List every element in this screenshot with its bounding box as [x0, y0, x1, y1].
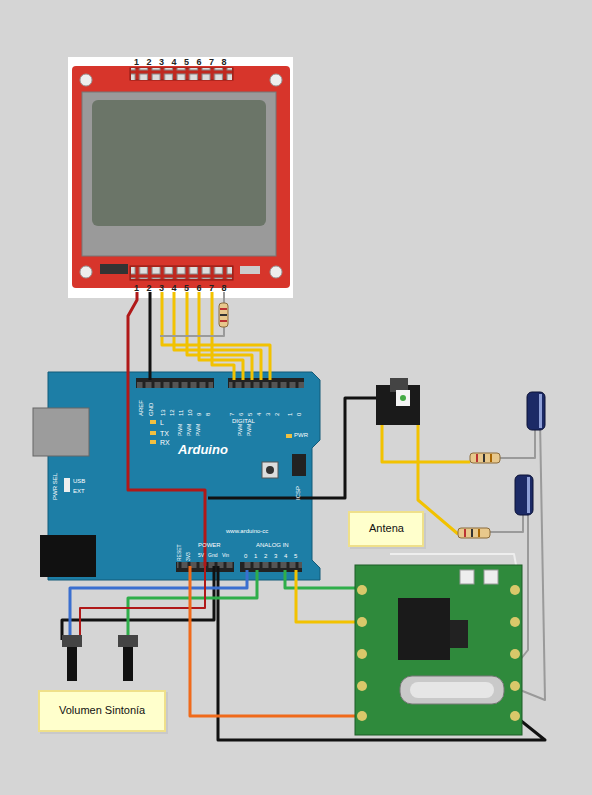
- potentiometer: [62, 635, 138, 681]
- pin-label: 7: [229, 413, 235, 416]
- pin-label: 10: [187, 409, 193, 416]
- pin-label: 2: [274, 413, 280, 416]
- pwm-label: PWM: [238, 424, 243, 436]
- pin-label: AREF: [138, 400, 144, 416]
- pwm-label: PWM: [187, 424, 192, 436]
- callout-text: Antena: [369, 522, 422, 535]
- pin-label: 4: [256, 413, 262, 416]
- pin-label: 3: [274, 553, 277, 559]
- pin-label: 4: [284, 553, 287, 559]
- header-label: ANALOG IN: [256, 542, 289, 548]
- pin-label: Vin: [222, 553, 229, 558]
- led-label: TX: [160, 430, 169, 437]
- switch-label: EXT: [73, 488, 85, 494]
- pin-label: Gnd: [208, 553, 217, 558]
- led-label: RX: [160, 439, 170, 446]
- pin-label: 3V3: [186, 552, 191, 561]
- lcd-pin-number: 5: [184, 284, 189, 293]
- pin-label: 6: [238, 413, 244, 416]
- lcd-pin-number: 3: [159, 58, 164, 67]
- lcd-pin-number: 2: [147, 284, 152, 293]
- lcd-pin-number: 1: [134, 58, 139, 67]
- pin-label: 5: [247, 413, 253, 416]
- lcd-pin-number: 4: [172, 284, 177, 293]
- lcd-pin-number: 8: [222, 58, 227, 67]
- switch-label: PWR SEL: [52, 473, 58, 500]
- header-label: POWER: [198, 542, 221, 548]
- lcd-pin-number: 7: [209, 284, 214, 293]
- lcd-pin-number: 4: [172, 58, 177, 67]
- lcd-pin-number: 6: [197, 58, 202, 67]
- pwm-label: PWM: [196, 424, 201, 436]
- arduino-board: [33, 372, 320, 580]
- pin-label: GND: [148, 403, 154, 416]
- callout-text: Volumen Sintonía: [59, 704, 164, 717]
- pin-label: 9: [196, 413, 202, 416]
- lcd-pin-number: 3: [159, 284, 164, 293]
- lcd-pin-number: 6: [197, 284, 202, 293]
- pin-label: 12: [169, 409, 175, 416]
- header-label: ICSP: [295, 486, 301, 500]
- board-url: www.arduino-cc: [226, 528, 268, 534]
- pin-label: 5: [294, 553, 297, 559]
- lcd-pin-number: 2: [147, 58, 152, 67]
- lcd-pin-number: 8: [222, 284, 227, 293]
- callout-box: Antena: [348, 511, 424, 547]
- lcd-module: [68, 57, 293, 298]
- pin-label: 11: [178, 410, 184, 416]
- board-name: Arduino: [178, 443, 228, 456]
- wires: [62, 292, 545, 740]
- pin-label: 8: [205, 413, 211, 416]
- lcd-pin-number: 5: [184, 58, 189, 67]
- pin-label: 0: [296, 413, 302, 416]
- pwm-label: PWM: [247, 424, 252, 436]
- switch-label: USB: [73, 478, 85, 484]
- capacitor-symbol: [515, 392, 545, 515]
- fm-radio-module: [355, 565, 522, 735]
- pwm-label: PWM: [178, 424, 183, 436]
- lcd-pin-number: 7: [209, 58, 214, 67]
- pin-label: 13: [160, 409, 166, 416]
- pin-label: 1: [254, 553, 257, 559]
- resistor-symbol: [219, 303, 500, 538]
- callout-box: Volumen Sintonía: [38, 690, 166, 732]
- pin-label: 1: [287, 413, 293, 416]
- pin-label: 0: [244, 553, 247, 559]
- led-label: L: [160, 419, 164, 426]
- audio-jack: [376, 378, 420, 425]
- pin-label: 5V: [198, 553, 204, 558]
- led-label: PWR: [294, 432, 308, 438]
- lcd-pin-number: 1: [134, 284, 139, 293]
- pin-label: 2: [264, 553, 267, 559]
- header-label: DIGITAL: [232, 418, 255, 424]
- pin-label: 3: [265, 413, 271, 416]
- pin-label: RESET: [177, 544, 182, 561]
